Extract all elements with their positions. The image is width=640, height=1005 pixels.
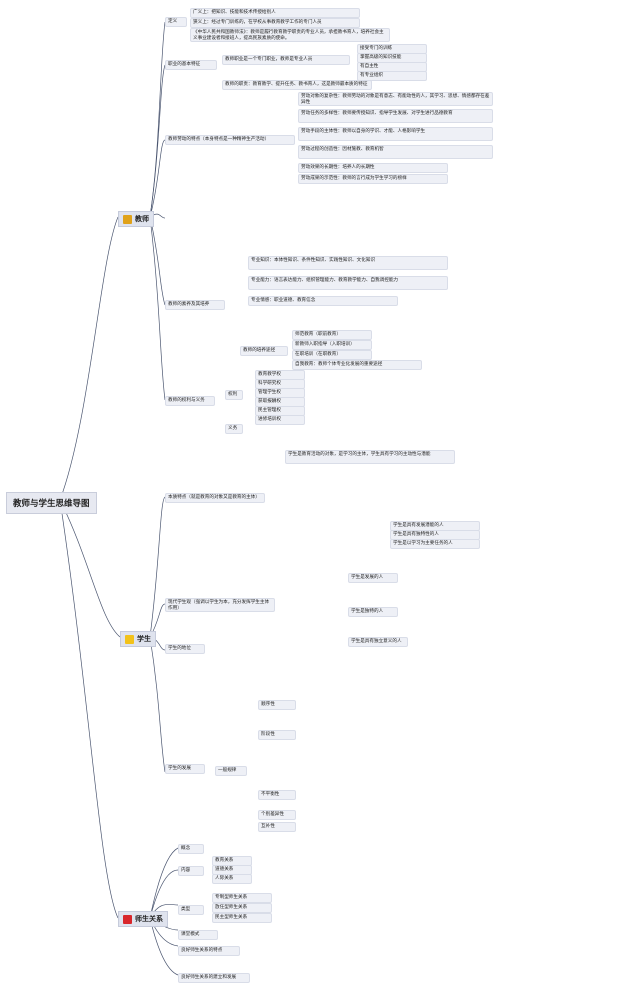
branch-relation: 师生关系 [118, 911, 168, 927]
node-build: 良好师生关系的建立和发展 [178, 973, 250, 983]
node-c3: 人际关系 [212, 874, 252, 884]
node-d5: 个别差异性 [258, 810, 296, 820]
node-quality: 教师的素养及其培养 [165, 300, 225, 310]
node-role: 教师劳动的特点（本身特点是一种精神生产活动） [165, 135, 295, 145]
node-content: 内容 [178, 866, 204, 876]
node-modern: 现代学生观（强调以学生为本，充分发挥学生主体作用） [165, 598, 275, 612]
root-title: 教师与学生思维导图 [13, 499, 90, 509]
node-r6: 劳动成果的示范性：教师的言行成为学生学习的榜样 [298, 174, 448, 184]
teacher-icon [123, 214, 132, 224]
node-d2: 顺序性 [258, 700, 296, 710]
node-status: 学生的地位 [165, 644, 205, 654]
student-icon [125, 634, 134, 644]
node-r1: 劳动对象的复杂性：教师劳动的对象是有意志、有能动性的人，其学习、思想、情感都存在… [298, 92, 493, 106]
relation-icon [123, 914, 132, 924]
node-def2: 狭义上：经过专门训练的，在学校从事教育教学工作的专门人员 [190, 18, 360, 28]
node-type: 类型 [178, 905, 204, 915]
node-rights-sub: 权利 [225, 390, 243, 400]
node-ty2: 放任型师生关系 [212, 903, 272, 913]
node-concept: 概念 [178, 844, 204, 854]
node-t3: 在职培训（在职教育） [292, 350, 372, 360]
node-r3: 劳动手段的主体性：教师以自身的学识、才能、人格影响学生 [298, 127, 493, 141]
node-def-head: 定义 [165, 17, 187, 27]
node-p2: 教师的职责：教育教学、提升任务、教书育人，这是教师最本质的特征 [222, 80, 372, 90]
node-t4: 自我教育：教师个体专业化发展的重要途径 [292, 360, 422, 370]
node-duty-sub: 义务 [225, 424, 243, 434]
node-nature: 本质特点（就是教育的对象又是教育的主体） [165, 493, 265, 503]
node-t2: 新教师入职指导（入职培训） [292, 340, 372, 350]
node-n1: 学生是教育活动的对象，是学习的主体，学生具有学习的主动性与潜能 [285, 450, 455, 464]
node-r2: 劳动任务的多样性：教师要传授知识、指导学生发展、对学生进行品德教育 [298, 109, 493, 123]
node-rights: 教师的权利与义务 [165, 396, 215, 406]
node-r4: 劳动过程的创造性：因材施教、教育机智 [298, 145, 493, 159]
node-r5: 劳动效果的长期性：培养人的长期性 [298, 163, 448, 173]
root-node: 教师与学生思维导图 [6, 492, 97, 514]
node-p1d: 有专业组织 [357, 71, 427, 81]
branch-teacher-label: 教师 [135, 215, 149, 223]
branch-teacher: 教师 [118, 211, 154, 227]
node-prof: 职业的基本特征 [165, 60, 217, 70]
node-good: 良好师生关系的特点 [178, 946, 240, 956]
node-q1: 专业知识：本体性知识、条件性知识、实践性知识、文化知识 [248, 256, 448, 270]
node-def: 广义上：把知识、技能和技术传授给别人 [190, 8, 360, 18]
node-m1: 学生是发展的人 [348, 573, 398, 583]
node-d6: 互补性 [258, 822, 296, 832]
node-mode: 课堂模式 [178, 930, 218, 940]
node-d3: 阶段性 [258, 730, 296, 740]
node-m3: 学生是具有独立意义的人 [348, 637, 408, 647]
node-d4: 不平衡性 [258, 790, 296, 800]
node-train: 教师的培养途径 [240, 346, 288, 356]
branch-student: 学生 [120, 631, 156, 647]
node-p1: 教师职业是一个专门职业，教师是专业人员 [222, 55, 350, 65]
node-m2: 学生是独特的人 [348, 607, 398, 617]
node-n4: 学生是以学习为主要任务的人 [390, 539, 480, 549]
node-def3: 《中华人民共和国教师法》：教师是履行教育教学职责的专业人员，承担教书育人，培养社… [190, 28, 390, 42]
node-rt6: 进修培训权 [255, 415, 305, 425]
branch-student-label: 学生 [137, 635, 151, 643]
node-q2: 专业能力：语言表达能力、组织管理能力、教育教学能力、自我调控能力 [248, 276, 448, 290]
node-q3: 专业情感：职业道德、教育信念 [248, 296, 398, 306]
node-develop: 学生的发展 [165, 764, 205, 774]
node-t1: 师范教育（职前教育） [292, 330, 372, 340]
branch-relation-label: 师生关系 [135, 915, 163, 923]
node-ty3: 民主型师生关系 [212, 913, 272, 923]
node-d1: 一般规律 [215, 766, 247, 776]
node-ty1: 专制型师生关系 [212, 893, 272, 903]
